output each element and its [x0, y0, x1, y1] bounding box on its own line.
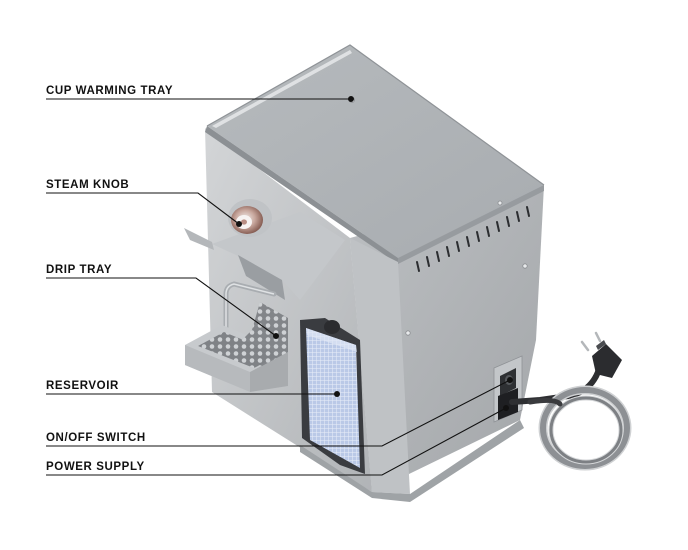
- drip-tray: [185, 302, 288, 392]
- steam-knob: [228, 199, 272, 237]
- label-power-supply: POWER SUPPLY: [46, 461, 145, 473]
- leader-power-supply: [46, 407, 507, 476]
- power-plug: [580, 331, 622, 378]
- label-steam-knob: STEAM KNOB: [46, 179, 130, 191]
- leader-on-off-switch: [46, 379, 511, 447]
- label-reservoir: RESERVOIR: [46, 380, 119, 392]
- vent-slots: [416, 206, 530, 272]
- leader-drip-tray: [46, 277, 277, 337]
- label-drip-tray: DRIP TRAY: [46, 264, 113, 276]
- label-on-off-switch: ON/OFF SWITCH: [46, 432, 146, 444]
- side-bracket: [184, 228, 214, 250]
- label-cup-warming-tray: CUP WARMING TRAY: [46, 85, 174, 97]
- leader-dots: [236, 96, 513, 411]
- leader-lines: [46, 98, 511, 476]
- reservoir: [300, 318, 365, 474]
- cup-warming-tray-top: [207, 45, 544, 258]
- leader-steam-knob: [46, 192, 240, 225]
